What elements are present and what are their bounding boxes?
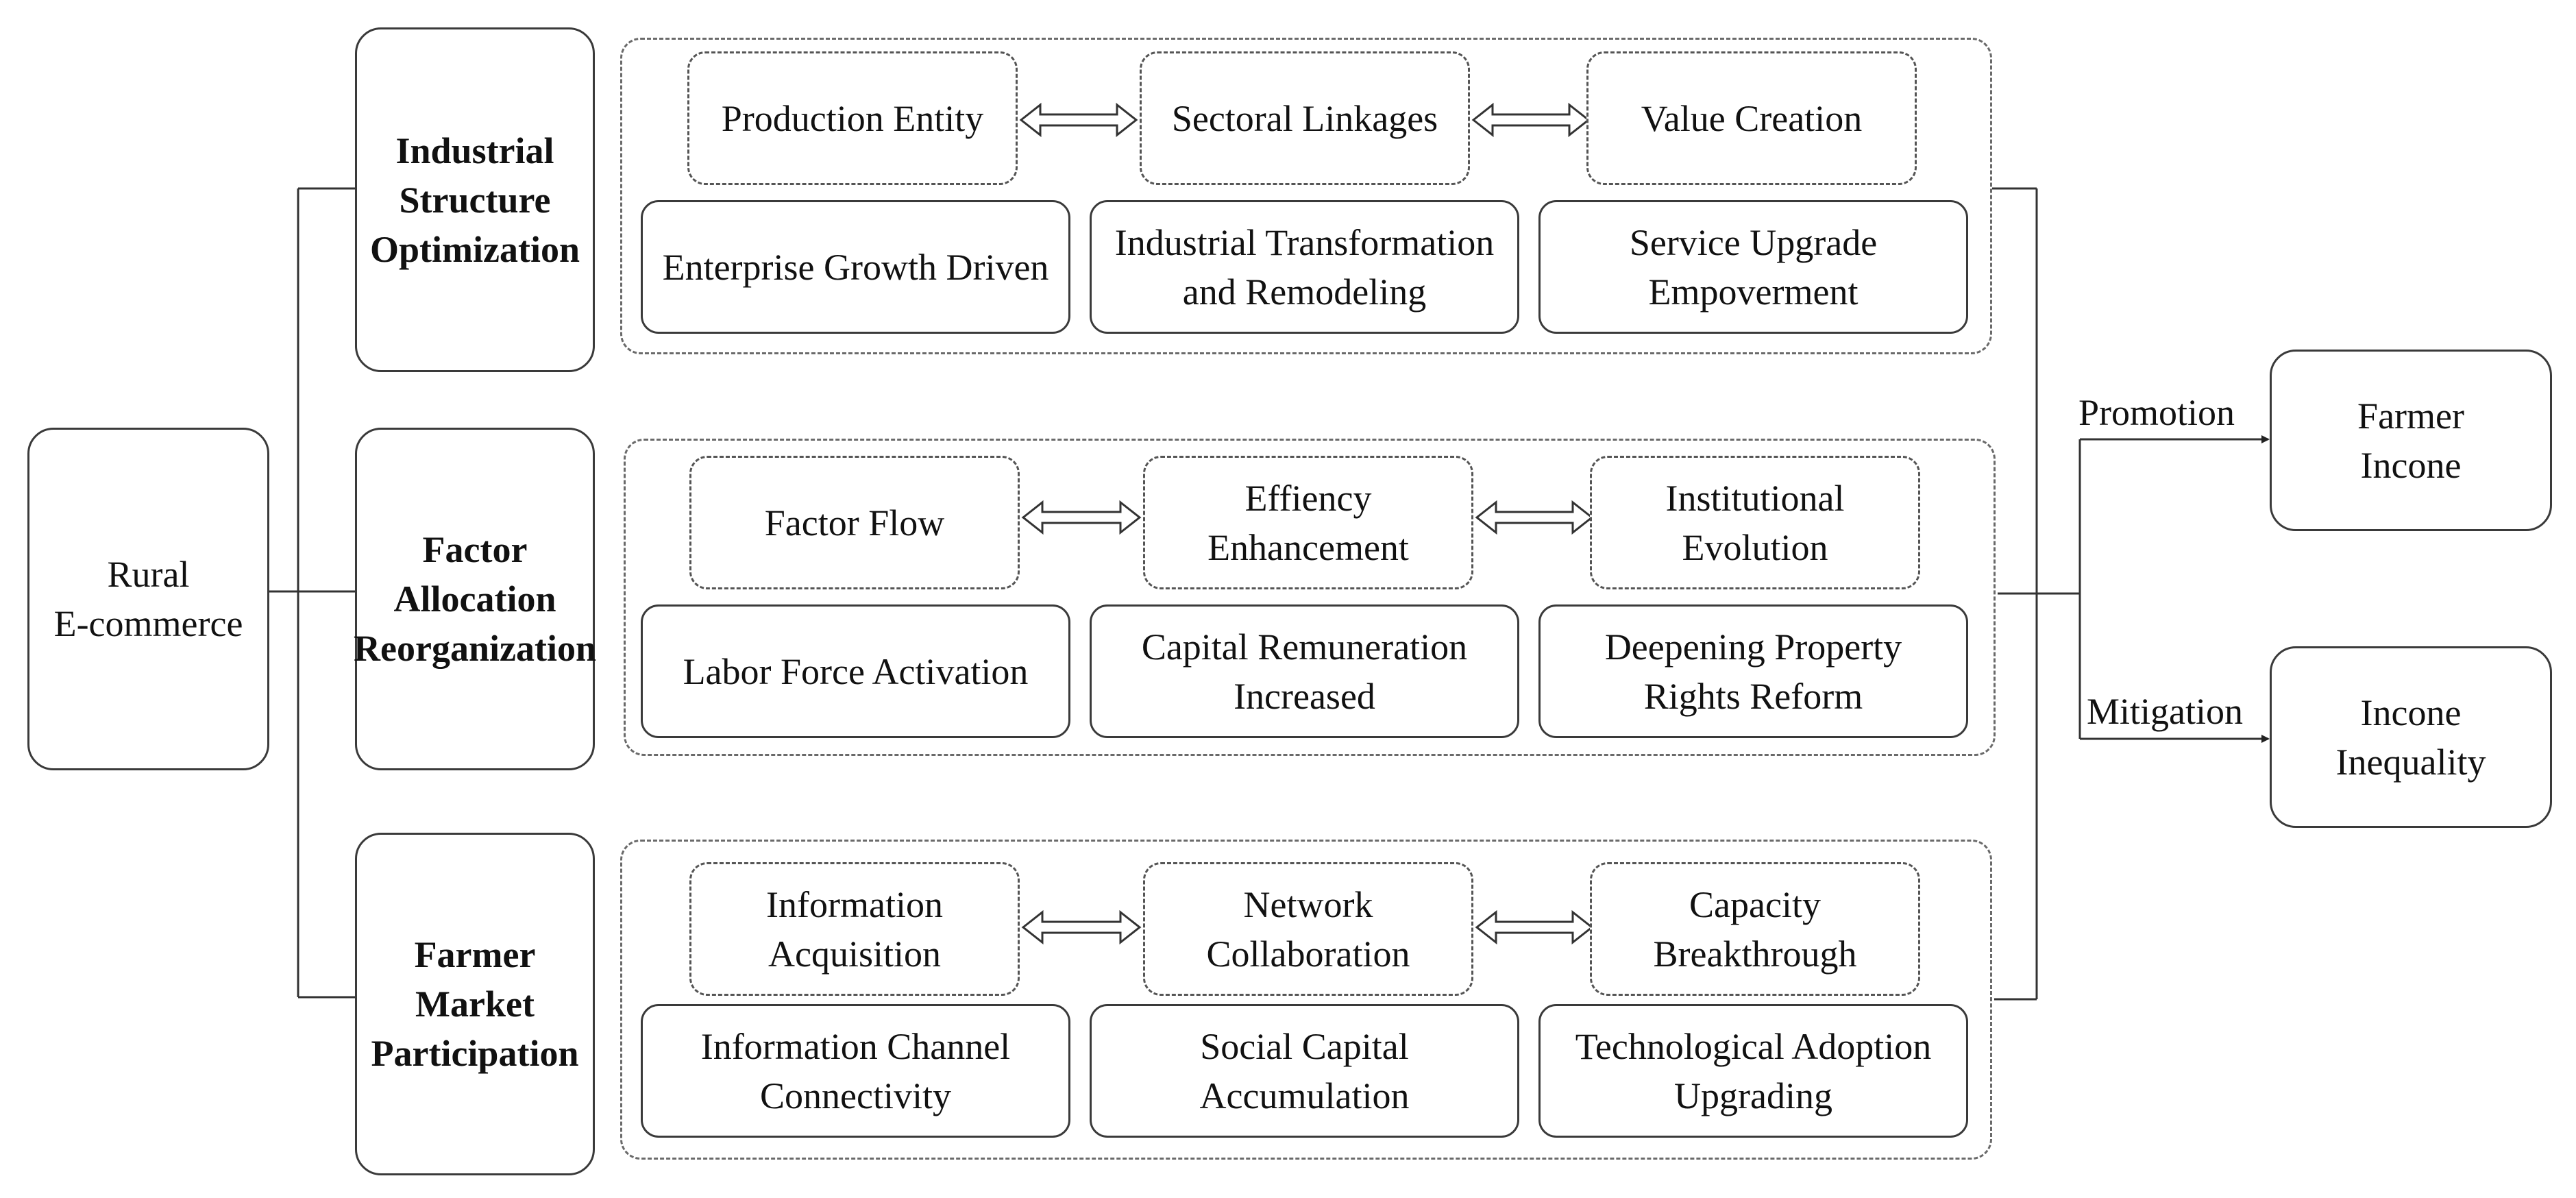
double-arrow-icon: [1021, 909, 1142, 945]
solid-node-label: Technological Adoption Upgrading: [1575, 1025, 1932, 1116]
dashed-node-label: Value Creation: [1641, 97, 1863, 139]
mechanism-title-3: Farmer Market Participation: [371, 934, 579, 1074]
mechanism-box-2: Factor Allocation Reorganization: [354, 428, 596, 770]
solid-node-label: Social Capital Accumulation: [1199, 1025, 1410, 1116]
solid-node-label: Labor Force Activation: [683, 650, 1029, 692]
solid-node-label: Capital Remuneration Increased: [1141, 626, 1468, 717]
double-arrows: [1019, 102, 1594, 945]
solid-node-label: Industrial Transformation and Remodeling: [1114, 221, 1495, 313]
edge-label-mitigation: Mitigation: [2087, 691, 2243, 732]
mechanism-box-3: Farmer Market Participation: [355, 833, 595, 1175]
solid-node-label: Information Channel Connectivity: [700, 1025, 1011, 1116]
solid-node-3-3: Technological Adoption Upgrading: [1538, 1004, 1968, 1138]
solid-node-label: Service Upgrade Empoverment: [1629, 221, 1878, 313]
edge-label-promotion: Promotion: [2078, 392, 2235, 433]
solid-node-1-2: Industrial Transformation and Remodeling: [1090, 200, 1519, 334]
solid-node-1-1: Enterprise Growth Driven: [641, 200, 1070, 334]
double-arrow-icon: [1019, 102, 1138, 138]
dashed-node-2-1: Factor Flow: [689, 456, 1020, 589]
dashed-node-1-1: Production Entity: [687, 51, 1018, 185]
dashed-node-label: Institutional Evolution: [1665, 477, 1845, 568]
mechanism-title-1: Industrial Structure Optimization: [370, 130, 580, 270]
solid-node-label: Enterprise Growth Driven: [662, 246, 1049, 288]
double-arrow-icon: [1021, 500, 1142, 535]
dashed-node-label: Factor Flow: [764, 502, 945, 543]
solid-node-2-2: Capital Remuneration Increased: [1090, 604, 1519, 738]
mechanism-title-2: Factor Allocation Reorganization: [354, 529, 596, 669]
outcome-node-1: Farmer Incone: [2270, 350, 2552, 531]
mechanism-group-1: [620, 38, 1992, 354]
solid-node-2-3: Deepening Property Rights Reform: [1538, 604, 1968, 738]
outcome-label-1: Farmer Incone: [2357, 395, 2464, 486]
solid-node-3-2: Social Capital Accumulation: [1090, 1004, 1519, 1138]
solid-node-label: Deepening Property Rights Reform: [1604, 626, 1902, 717]
dashed-node-3-3: Capacity Breakthrough: [1590, 862, 1920, 996]
source-node: Rural E-commerce: [27, 428, 269, 770]
source-label: Rural E-commerce: [53, 554, 243, 644]
dashed-node-label: Sectoral Linkages: [1171, 97, 1438, 139]
dashed-node-3-2: Network Collaboration: [1143, 862, 1473, 996]
mechanism-box-1: Industrial Structure Optimization: [355, 27, 595, 372]
dashed-node-2-3: Institutional Evolution: [1590, 456, 1920, 589]
dashed-node-label: Information Acquisition: [766, 883, 943, 975]
solid-node-1-3: Service Upgrade Empoverment: [1538, 200, 1968, 334]
dashed-node-label: Production Entity: [721, 97, 984, 139]
dashed-node-1-3: Value Creation: [1586, 51, 1917, 185]
mechanism-group-2: [624, 439, 1996, 756]
dashed-node-3-1: Information Acquisition: [689, 862, 1020, 996]
solid-node-2-1: Labor Force Activation: [641, 604, 1070, 738]
dashed-node-label: Capacity Breakthrough: [1653, 883, 1857, 975]
outcome-node-2: Incone Inequality: [2270, 646, 2552, 828]
dashed-node-2-2: Effiency Enhancement: [1143, 456, 1473, 589]
outcome-label-2: Incone Inequality: [2335, 692, 2486, 783]
dashed-node-1-2: Sectoral Linkages: [1140, 51, 1470, 185]
dashed-node-label: Effiency Enhancement: [1207, 477, 1409, 568]
dashed-node-label: Network Collaboration: [1206, 883, 1410, 975]
solid-node-3-1: Information Channel Connectivity: [641, 1004, 1070, 1138]
mechanism-group-3: [620, 840, 1992, 1160]
